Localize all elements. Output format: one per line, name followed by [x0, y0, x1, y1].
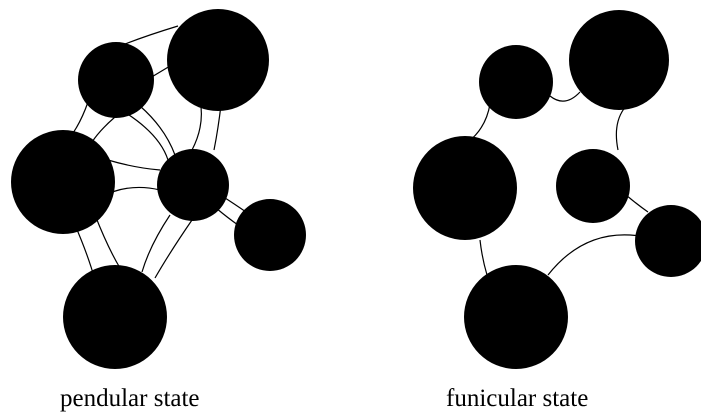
meniscus-line	[625, 194, 649, 213]
meniscus-line	[467, 103, 491, 143]
meniscus-line	[549, 91, 581, 102]
particle-large	[413, 136, 517, 240]
meniscus-line	[615, 103, 629, 151]
funicular-caption: funicular state	[446, 385, 589, 412]
pendular-caption: pendular state	[60, 385, 200, 412]
funicular-panel	[413, 10, 701, 369]
bridge-line	[94, 214, 121, 269]
bridge-line	[215, 207, 239, 226]
bridge-line	[213, 104, 222, 151]
particle-medium	[78, 42, 154, 118]
particle-large	[63, 265, 167, 369]
bridge-line	[125, 112, 169, 161]
particle-medium	[635, 205, 701, 277]
particle-large	[569, 10, 669, 110]
particle-large	[167, 9, 269, 111]
particle-medium	[234, 199, 306, 271]
bridge-line	[91, 116, 116, 143]
meniscus-line	[479, 239, 488, 276]
particle-large	[11, 130, 115, 234]
particle-medium	[479, 45, 553, 119]
bridge-line	[107, 159, 161, 171]
funicular-particles	[413, 10, 701, 369]
bridge-line	[119, 25, 179, 47]
meniscus-line	[547, 234, 641, 276]
bridge-line	[139, 105, 176, 156]
pendular-particles	[11, 9, 306, 369]
particle-large	[464, 265, 568, 369]
bridge-line	[111, 186, 161, 193]
particle-medium	[157, 149, 229, 221]
bridge-line	[141, 214, 171, 273]
pendular-panel	[11, 9, 306, 369]
bridge-line	[154, 219, 193, 279]
particle-medium	[556, 149, 630, 223]
